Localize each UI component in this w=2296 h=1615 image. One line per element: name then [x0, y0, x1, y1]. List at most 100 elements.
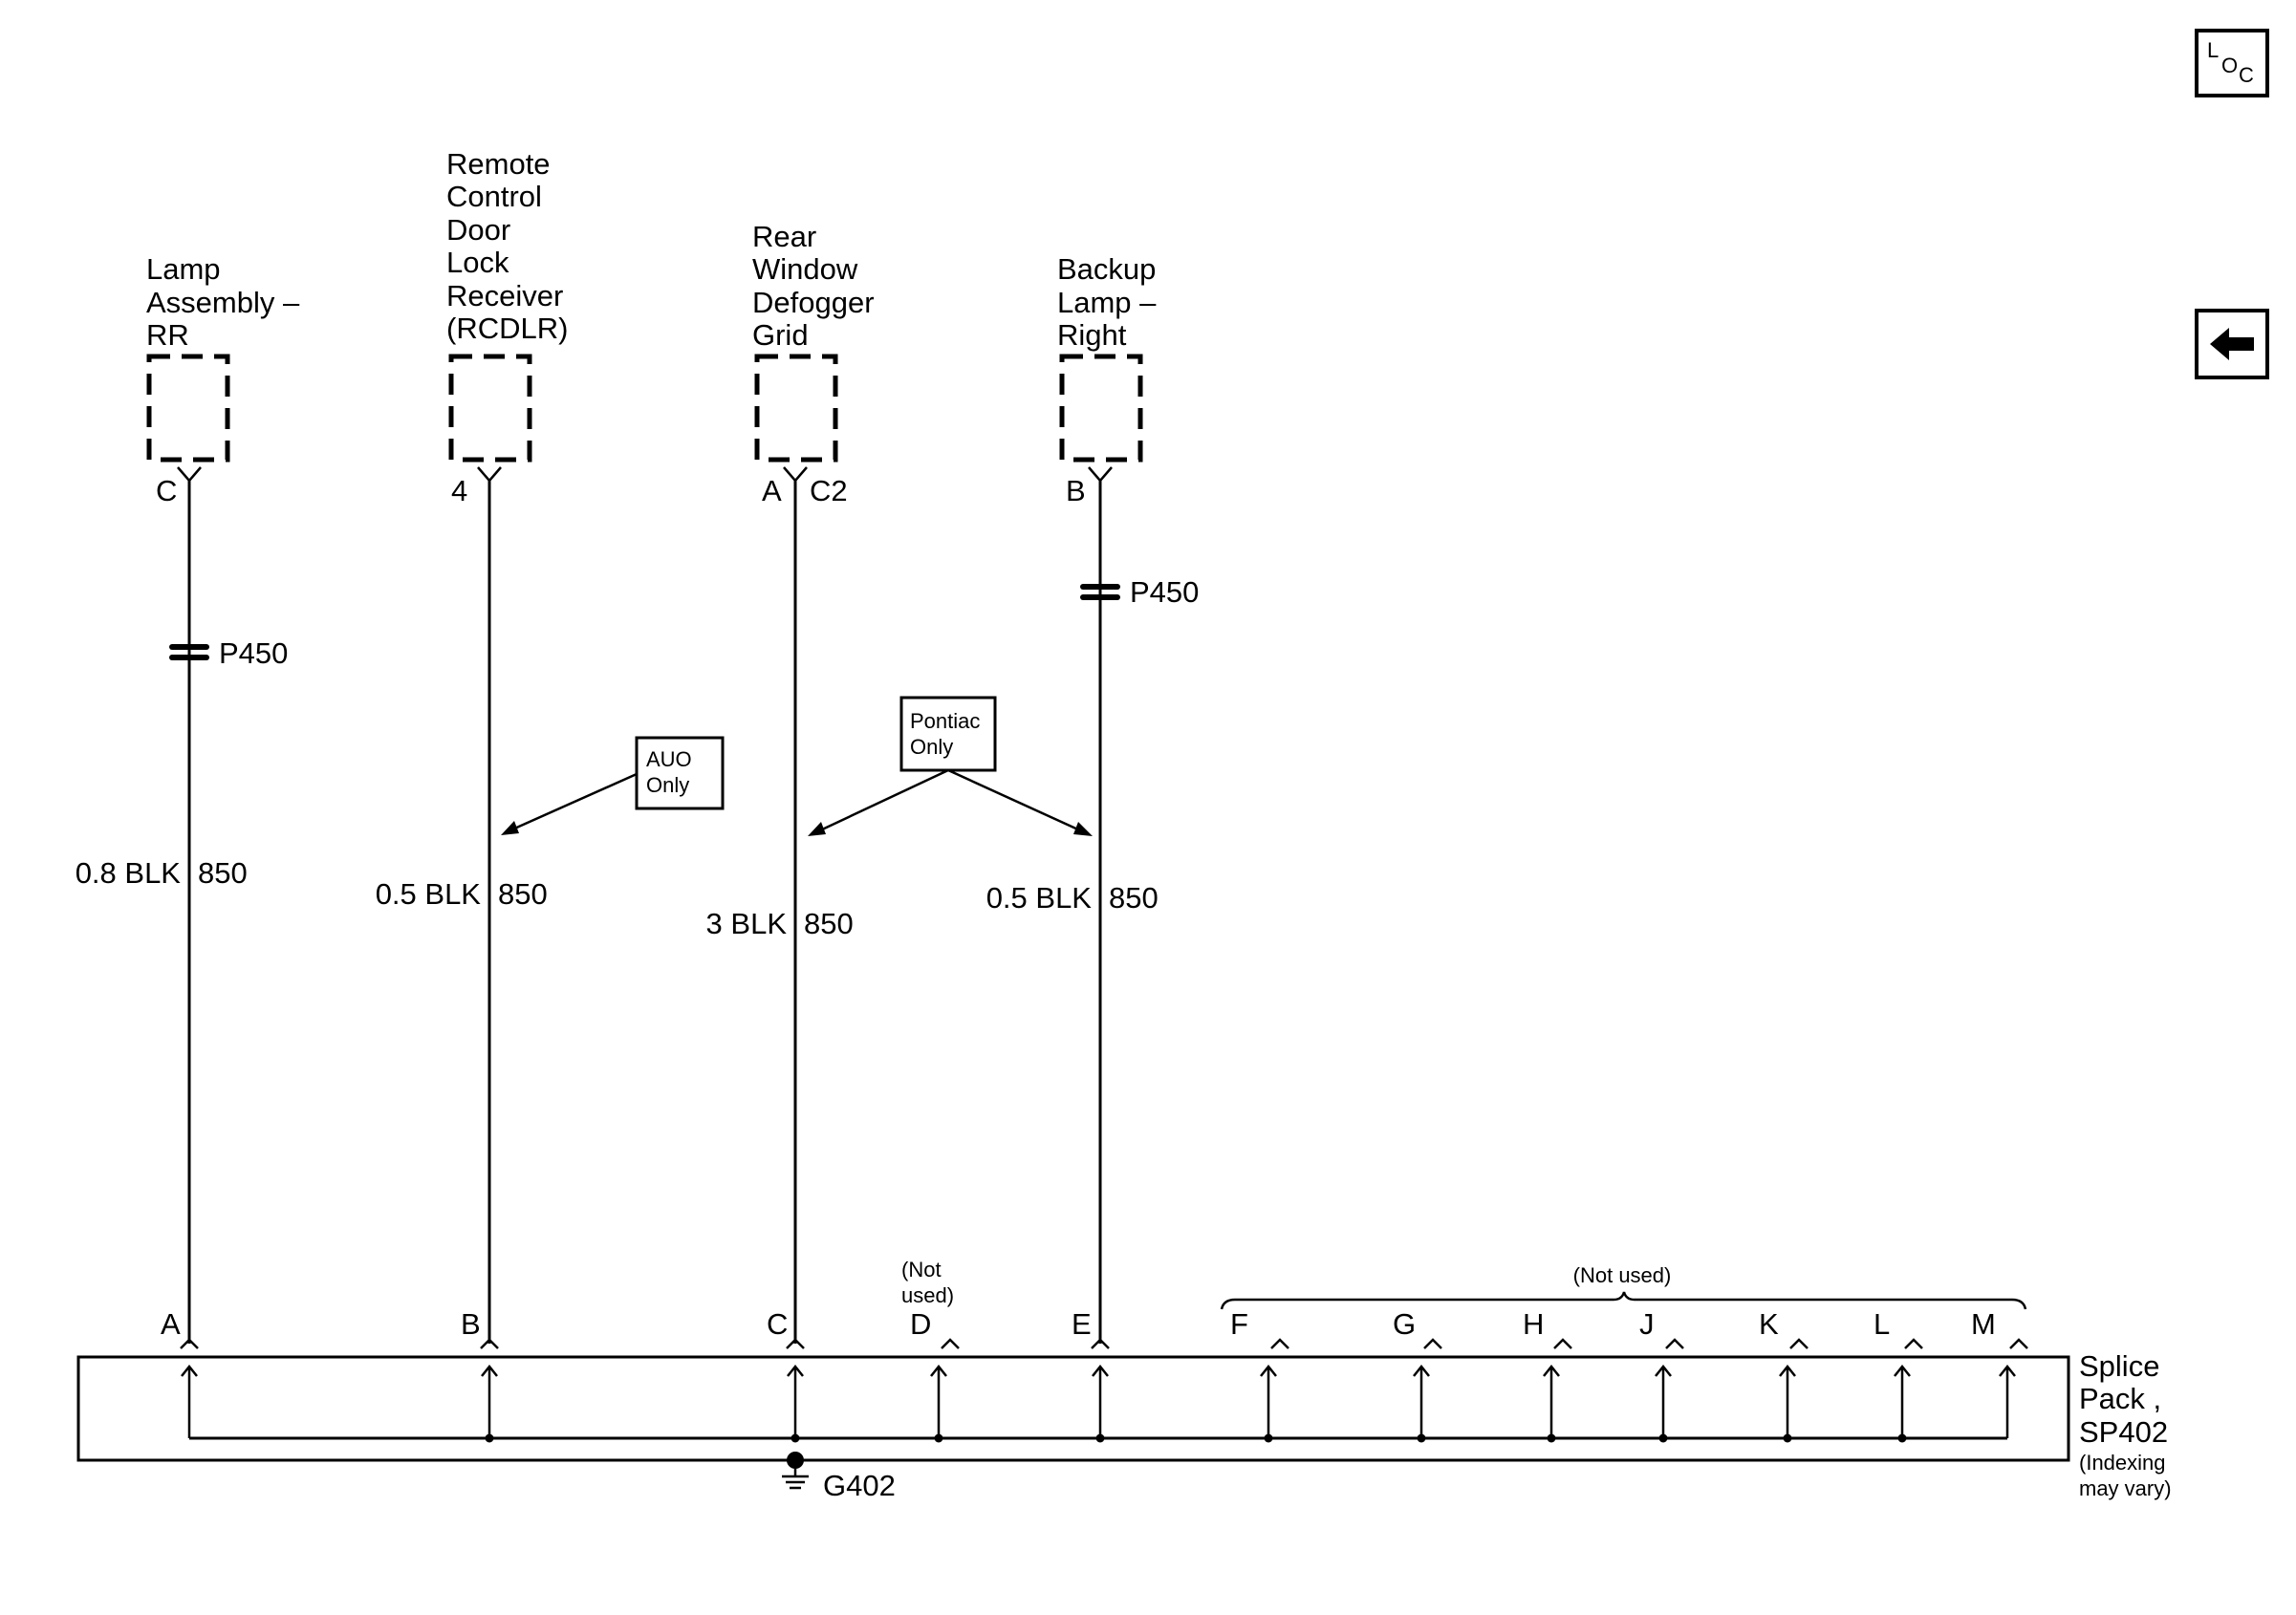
defogger-circuit: 850 — [804, 907, 854, 940]
splice-pin-arrow-l — [1894, 1364, 1911, 1377]
pins-f-m-not-used: (Not used) — [1573, 1263, 1672, 1287]
splice-junction-k — [1783, 1433, 1792, 1443]
splice-pin-arrow-k — [1779, 1364, 1796, 1377]
splice-pin-arrow-h — [1543, 1364, 1560, 1377]
loc-letter-l: L — [2207, 38, 2219, 62]
splice-pin-terminal-b — [480, 1338, 499, 1349]
backup-lamp-wire-color: 0.5 BLK — [986, 881, 1093, 915]
lamp-rr-component-box — [146, 354, 230, 463]
not-used-annotations: (Not used) (Not used) — [901, 1258, 2027, 1310]
splice-pin-arrow-f — [1260, 1364, 1277, 1377]
inline-connector-lamp-rr: P450 — [169, 636, 288, 670]
splice-pin-label-h: H — [1523, 1307, 1544, 1341]
pontiac-note-leader-left — [819, 768, 949, 832]
splice-pin-label-d: D — [910, 1307, 931, 1341]
backup-lamp-label-3: Right — [1057, 318, 1127, 352]
inline-connector-backup-lamp: P450 — [1080, 575, 1199, 609]
splice-junction-d — [934, 1433, 943, 1443]
pontiac-note-leader-right — [947, 768, 1081, 832]
backup-lamp-pin: B — [1066, 474, 1086, 507]
arrow-left-icon — [2210, 328, 2254, 360]
splice-pin-terminal-f — [1270, 1338, 1289, 1349]
splice-pin-label-l: L — [1874, 1307, 1890, 1341]
pontiac-note-line-1: Pontiac — [910, 709, 980, 733]
ground-g402: G402 — [782, 1452, 896, 1502]
defogger-pin-arrow — [783, 466, 808, 483]
backup-lamp-label-2: Lamp – — [1057, 286, 1157, 319]
rcdlr-label-2: Control — [446, 180, 542, 213]
backup-lamp-inline-connector-bar2 — [1080, 594, 1120, 600]
splice-pin-arrow-e — [1092, 1364, 1109, 1377]
splice-junction-j — [1658, 1433, 1668, 1443]
splice-pin-arrow-b — [481, 1364, 498, 1377]
splice-junction-h — [1547, 1433, 1556, 1443]
defogger-wire-color: 3 BLK — [706, 907, 788, 940]
splice-note-1: (Indexing — [2079, 1451, 2166, 1475]
splice-note-2: may vary) — [2079, 1476, 2172, 1500]
splice-pin-arrow-d — [930, 1364, 947, 1377]
defogger-pin: A — [762, 474, 782, 507]
splice-pin-terminal-a — [180, 1338, 199, 1349]
splice-pin-label-e: E — [1072, 1307, 1092, 1341]
rcdlr-label-6: (RCDLR) — [446, 312, 568, 345]
auo-note-arrowhead — [501, 821, 519, 835]
lamp-rr-label-1: Lamp — [146, 252, 221, 286]
backup-lamp-connector-label: P450 — [1130, 575, 1199, 609]
component-rear-window-defogger-grid: Rear Window Defogger Grid A C2 — [752, 220, 875, 507]
rcdlr-label-3: Door — [446, 213, 510, 247]
loc-button[interactable]: L O C — [2195, 29, 2269, 97]
pontiac-note-line-2: Only — [910, 735, 953, 759]
backup-lamp-label-1: Backup — [1057, 252, 1156, 286]
splice-pin-arrow-j — [1655, 1364, 1672, 1377]
splice-pin-label-a: A — [161, 1307, 181, 1341]
option-note-auo: AUO Only — [501, 736, 725, 835]
splice-pin-label-m: M — [1971, 1307, 1996, 1341]
lamp-rr-inline-connector-bar2 — [169, 655, 209, 660]
splice-pin-terminal-d — [941, 1338, 960, 1349]
lamp-rr-label-2: Assembly – — [146, 286, 300, 319]
lamp-rr-pin-arrow — [177, 466, 202, 483]
rcdlr-pin: 4 — [451, 474, 467, 507]
backup-lamp-circuit: 850 — [1109, 881, 1159, 915]
splice-label-3: SP402 — [2079, 1415, 2168, 1449]
auo-note-line-1: AUO — [646, 747, 692, 771]
rcdlr-component-box — [448, 354, 532, 463]
lamp-rr-connector-label: P450 — [219, 636, 288, 670]
splice-pin-terminal-j — [1665, 1338, 1684, 1349]
splice-pin-arrow-a — [181, 1364, 198, 1377]
splice-junction-b — [485, 1433, 494, 1443]
splice-pin-terminal-h — [1553, 1338, 1572, 1349]
component-rcdlr: Remote Control Door Lock Receiver (RCDLR… — [446, 147, 568, 507]
defogger-label-3: Defogger — [752, 286, 875, 319]
rcdlr-wire-color: 0.5 BLK — [376, 877, 482, 911]
defogger-connector-c2: C2 — [810, 474, 848, 507]
splice-pin-label-f: F — [1230, 1307, 1248, 1341]
lamp-rr-pin: C — [156, 474, 177, 507]
splice-pack-sp402: Splice Pack , SP402 (Indexing may vary) — [76, 1349, 2172, 1500]
wire-labels: 0.8 BLK 850 0.5 BLK 850 3 BLK 850 0.5 BL… — [76, 856, 1159, 940]
back-button[interactable] — [2195, 309, 2269, 379]
rcdlr-circuit: 850 — [498, 877, 548, 911]
splice-junction-c — [791, 1433, 800, 1443]
backup-lamp-component-box — [1059, 354, 1143, 463]
splice-pin-terminal-c — [786, 1338, 805, 1349]
loc-letter-c: C — [2239, 63, 2254, 87]
splice-pin-arrow-m — [1999, 1364, 2016, 1377]
pin-d-not-used-line-2: used) — [901, 1283, 954, 1307]
rcdlr-label-5: Receiver — [446, 279, 563, 312]
defogger-label-1: Rear — [752, 220, 816, 253]
auo-note-leader — [511, 772, 638, 831]
lamp-rr-inline-connector-bar1 — [169, 644, 209, 650]
lamp-rr-wire-color: 0.8 BLK — [76, 856, 182, 890]
rcdlr-pin-arrow — [477, 466, 502, 483]
splice-pin-terminal-m — [2009, 1338, 2028, 1349]
loc-letter-o: O — [2221, 54, 2238, 77]
wires — [177, 466, 1113, 1344]
ground-junction-dot — [787, 1452, 804, 1469]
pontiac-note-box — [899, 696, 997, 772]
pontiac-note-arrowhead-left — [808, 822, 826, 836]
splice-pin-label-b: B — [461, 1307, 481, 1341]
component-backup-lamp-right: Backup Lamp – Right B — [1057, 252, 1157, 507]
